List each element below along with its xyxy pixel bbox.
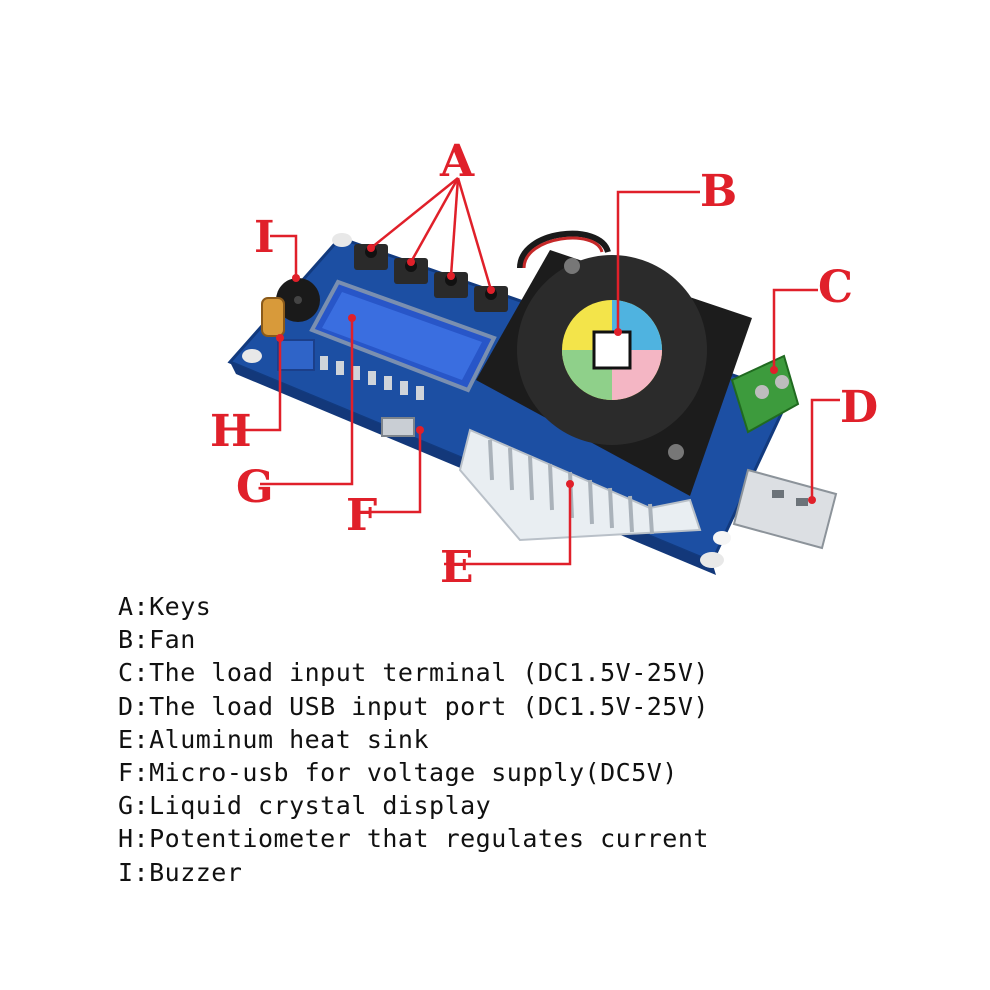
- standoff: [242, 349, 262, 363]
- callout-i-buzzer: I: [254, 212, 275, 263]
- callout-dots: [276, 244, 816, 504]
- legend-item-lcd: G:Liquid crystal display: [118, 791, 492, 821]
- micro-usb: [381, 417, 415, 437]
- fan-wire: [517, 230, 611, 269]
- legend-item-potentiometer: H:Potentiometer that regulates current: [118, 824, 709, 854]
- standoff: [713, 531, 731, 545]
- standoff: [700, 552, 724, 568]
- callout-lines: [244, 177, 840, 566]
- standoff: [332, 233, 352, 247]
- potentiometer-knob: [261, 297, 285, 337]
- callout-c-terminal: C: [818, 262, 854, 313]
- fan-screw: [564, 258, 580, 274]
- component-legend: A:Keys B:Fan C:The load input terminal (…: [118, 590, 709, 889]
- legend-item-keys: A:Keys: [118, 592, 212, 621]
- legend-item-usb-port: D:The load USB input port (DC1.5V-25V): [118, 691, 709, 721]
- legend-item-micro-usb: F:Micro-usb for voltage supply(DC5V): [118, 757, 678, 787]
- callout-a-keys: A: [440, 136, 475, 187]
- potentiometer: [277, 339, 315, 371]
- legend-item-buzzer: I:Buzzer: [118, 857, 243, 887]
- heat-sink-fins: [488, 439, 654, 535]
- legend-item-heat-sink: E:Aluminum heat sink: [118, 724, 430, 754]
- lcd-glass: [322, 292, 482, 380]
- legend-item-load-terminal: C:The load input terminal (DC1.5V-25V): [118, 658, 709, 688]
- callout-g-lcd: G: [236, 462, 274, 513]
- callout-d-usb-port: D: [840, 382, 879, 433]
- legend-item-fan: B:Fan: [118, 625, 196, 655]
- callout-f-micro-usb: F: [346, 490, 378, 541]
- callout-h-potentiometer: H: [210, 406, 252, 457]
- lcd-pins: [320, 356, 424, 400]
- callout-b-fan: B: [700, 166, 738, 217]
- fan-screw: [668, 444, 684, 460]
- callout-e-heat-sink: E: [440, 542, 474, 593]
- qr-code: [592, 330, 632, 370]
- usb-plug: [732, 468, 838, 550]
